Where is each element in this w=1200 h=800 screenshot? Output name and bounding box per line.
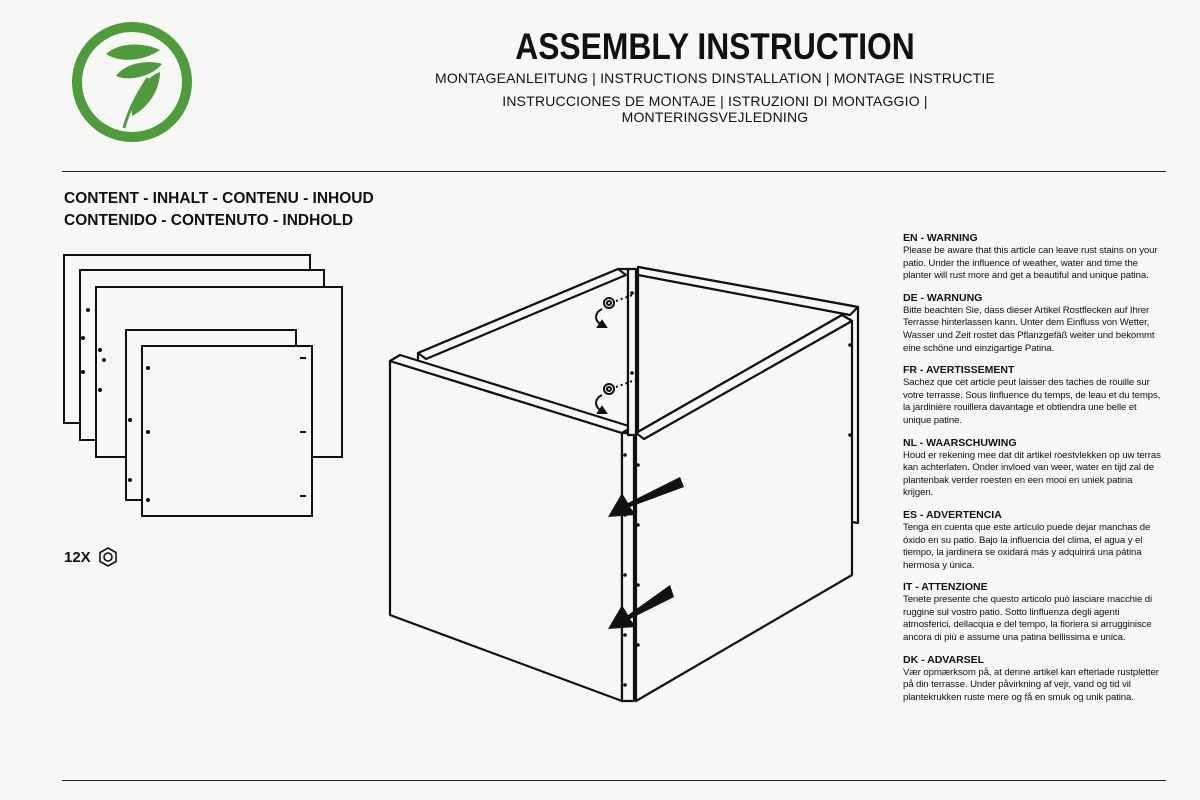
warning-fr: FR - AVERTISSEMENT Sachez que cet articl… <box>903 364 1165 427</box>
hex-nut-icon <box>98 547 117 567</box>
warning-title: NL - WAARSCHUWING <box>903 436 1017 449</box>
warning-text: Tenete presente che questo articolo può … <box>903 594 1153 644</box>
warning-title: FR - AVERTISSEMENT <box>903 364 1015 377</box>
nut-rotation-lower <box>595 378 639 414</box>
insert-arrow-upper <box>608 477 684 517</box>
content-heading-line-1: CONTENT - INHALT - CONTENU - INHOUD <box>64 190 374 207</box>
leaf-logo-icon <box>72 22 192 142</box>
warning-text: Tenga en cuenta que este artículo puede … <box>903 521 1151 571</box>
warnings-column: EN - WARNING Please be aware that this a… <box>903 232 1165 713</box>
assembly-illustration <box>388 265 860 703</box>
warning-es: ES - ADVERTENCIA Tenga en cuenta que est… <box>903 509 1165 572</box>
warning-text: Sachez que cet article peut laisser des … <box>903 377 1161 426</box>
content-heading-line-2: CONTENIDO - CONTENUTO - INDHOLD <box>64 212 354 229</box>
hardware-count: 12X <box>64 548 91 566</box>
page-title: ASSEMBLY INSTRUCTION <box>515 26 915 67</box>
warning-dk: DK - ADVARSEL Vær opmærksom på, at denne… <box>903 654 1165 705</box>
warning-title: EN - WARNING <box>903 232 978 244</box>
top-divider <box>62 171 1166 172</box>
warning-title: ES - ADVERTENCIA <box>903 508 1002 521</box>
warning-de: DE - WARNUNG Bitte beachten Sie, dass di… <box>903 292 1165 355</box>
panel-short-2 <box>141 345 313 517</box>
warning-title: DE - WARNUNG <box>903 291 983 304</box>
warning-title: IT - ATTENZIONE <box>903 581 988 594</box>
subtitle-line-2: INSTRUCCIONES DE MONTAJE | ISTRUZIONI DI… <box>502 93 928 125</box>
warning-nl: NL - WAARSCHUWING Houd er rekening mee d… <box>903 437 1165 500</box>
insert-arrow-lower <box>608 585 674 629</box>
warning-text: Bitte beachten Sie, dass dieser Artikel … <box>903 304 1155 354</box>
warning-it: IT - ATTENZIONE Tenete presente che ques… <box>903 581 1165 644</box>
hardware-list: 12X <box>64 546 119 568</box>
warning-en: EN - WARNING Please be aware that this a… <box>903 232 1165 283</box>
subtitle-line-1: MONTAGEANLEITUNG | INSTRUCTIONS DINSTALL… <box>434 70 996 86</box>
bottom-divider <box>62 780 1166 781</box>
nut-rotation-upper <box>595 292 639 328</box>
warning-title: DK - ADVARSEL <box>903 653 985 666</box>
content-heading: CONTENT - INHALT - CONTENU - INHOUD CONT… <box>64 188 384 232</box>
panel-parts-drawing <box>63 254 343 517</box>
warning-text: Houd er rekening mee dat dit artikel roe… <box>903 449 1161 499</box>
warning-text: Vær opmærksom på, at denne artikel kan e… <box>903 666 1159 703</box>
warning-text: Please be aware that this article can le… <box>903 245 1158 282</box>
